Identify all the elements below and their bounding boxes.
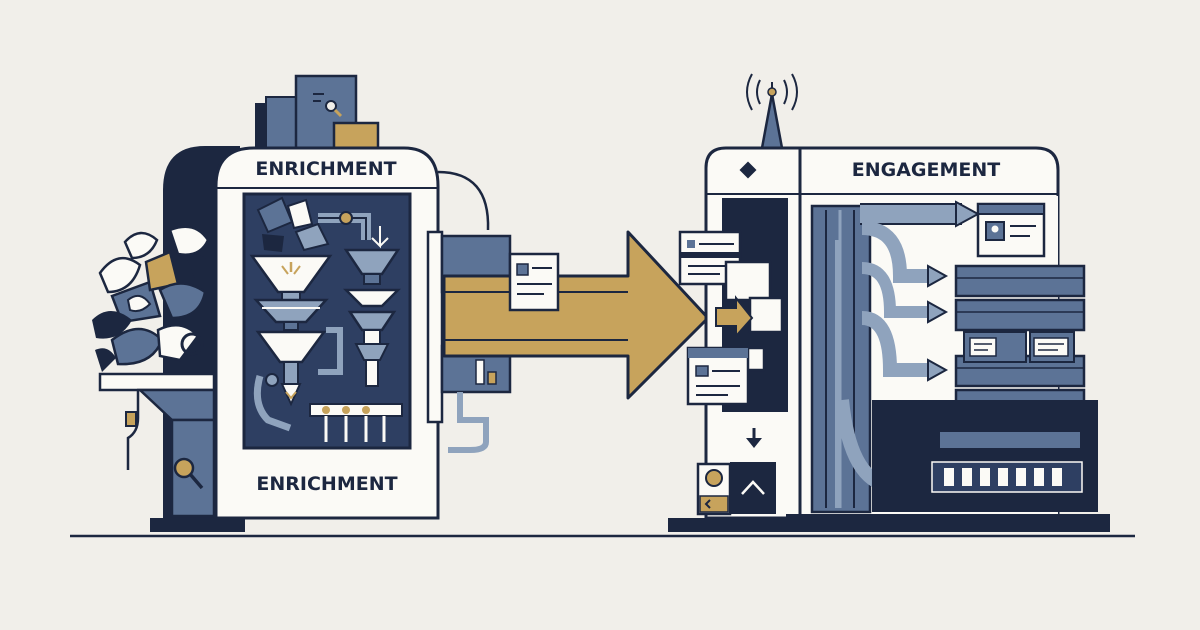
funnel-icon <box>342 248 402 387</box>
funnel-icon <box>249 254 333 407</box>
mini-bar-chart-icon <box>475 359 497 385</box>
machine-footer-label: ENRICHMENT <box>256 473 397 495</box>
magnifier-icon <box>313 93 343 118</box>
processing-chamber <box>249 196 403 442</box>
machine-title: ENRICHMENT <box>255 158 396 180</box>
document-stack <box>255 74 380 156</box>
profile-card-icon <box>508 252 560 312</box>
machine-title: ENGAGEMENT <box>852 159 1001 181</box>
flow-arrow <box>442 230 710 400</box>
incoming-cards <box>678 230 784 406</box>
engagement-machine: ENGAGEMENT <box>668 73 1110 532</box>
output-trays <box>954 264 1086 412</box>
antenna-icon <box>746 73 798 150</box>
up-chevron-icon <box>741 480 765 495</box>
pipe-bundle <box>810 200 981 514</box>
raw-material-pile <box>92 225 214 372</box>
output-console <box>872 400 1098 512</box>
profile-card-icon <box>976 202 1046 258</box>
down-arrow-icon <box>746 428 762 448</box>
enrichment-machine: ENRICHMENT <box>92 74 512 532</box>
magnifier-icon <box>173 457 204 490</box>
